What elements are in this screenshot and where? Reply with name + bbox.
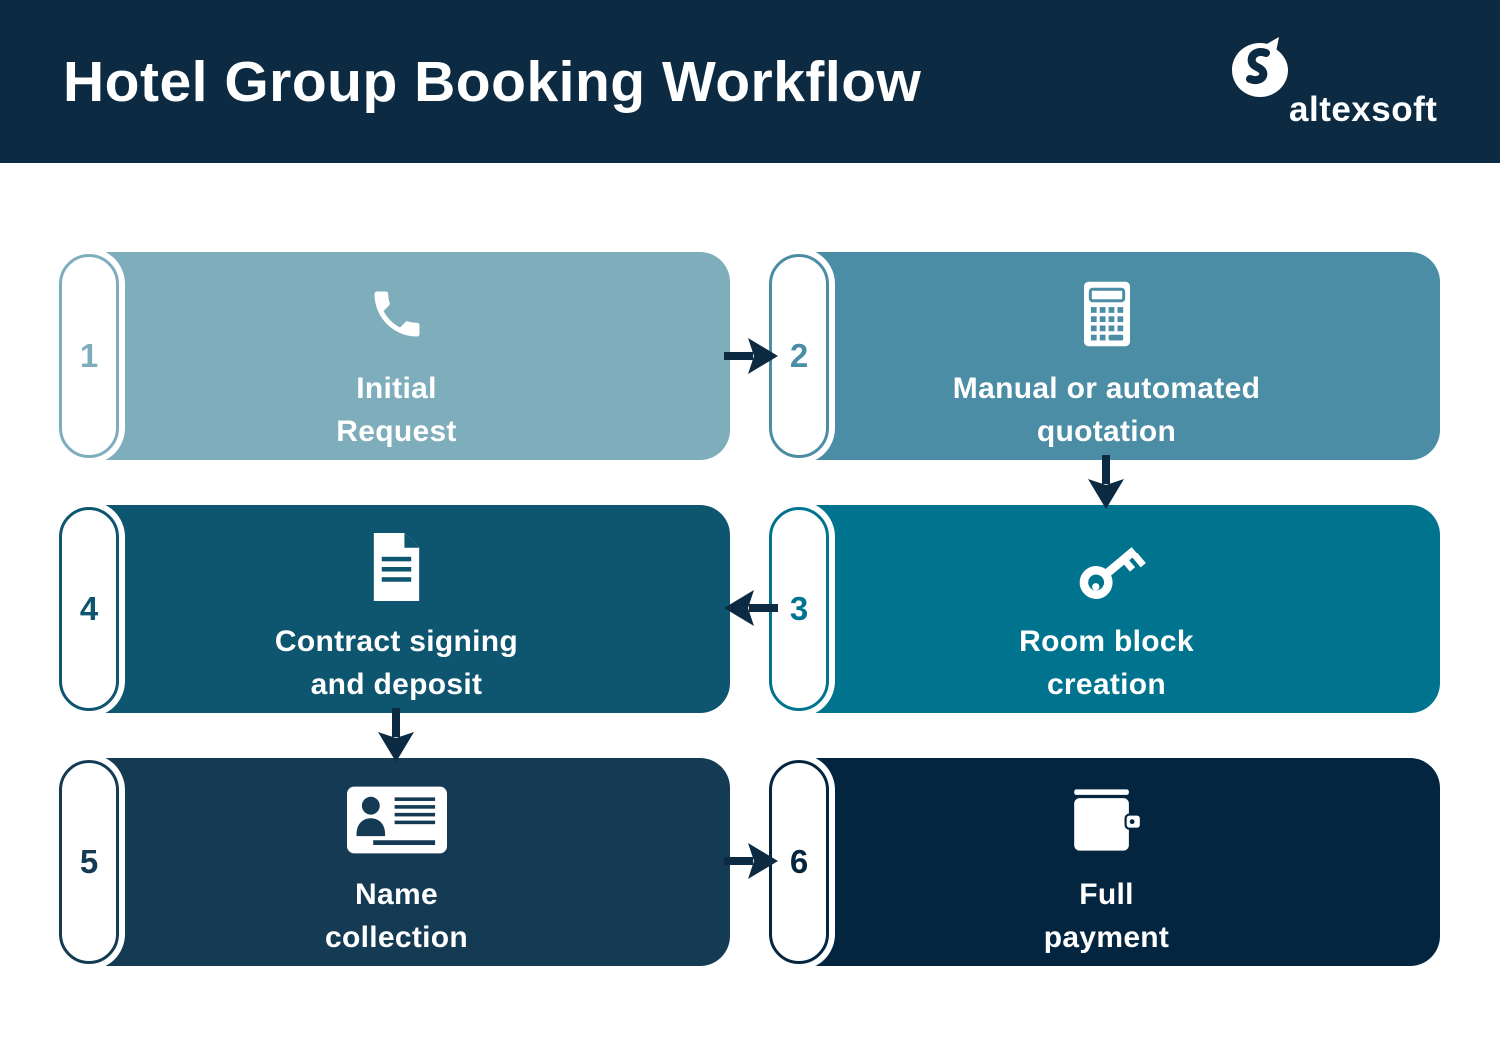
phone-icon [367, 270, 427, 358]
header-bar: Hotel Group Booking Workflow altexsoft [0, 0, 1500, 163]
step-initial-request: 1 Initial Request [59, 252, 730, 460]
step-contract-deposit: 4 Contract signing and deposit [59, 505, 730, 713]
arrow-step2-to-step3 [1079, 455, 1133, 509]
wallet-icon [1072, 776, 1142, 864]
step-number-badge: 3 [769, 507, 829, 711]
arrow-step3-to-step4 [724, 588, 778, 628]
step-number: 1 [79, 337, 99, 374]
altexsoft-logo-text: altexsoft [1289, 90, 1438, 129]
step-number: 2 [789, 337, 809, 374]
step-room-block: 3 Room block creation [769, 505, 1440, 713]
altexsoft-bubble-icon [1232, 37, 1288, 97]
step-name-collection: 5 Name collection [59, 758, 730, 966]
altexsoft-logo: altexsoft [1231, 36, 1443, 129]
step-label: Initial Request [336, 372, 457, 448]
document-icon [369, 523, 424, 611]
step-number: 6 [789, 843, 809, 880]
step-number: 3 [789, 590, 809, 627]
step-full-payment: 6 Full payment [769, 758, 1440, 966]
step-label: Full payment [1043, 878, 1170, 954]
id-card-icon [346, 776, 447, 864]
step-number-badge: 5 [59, 760, 119, 964]
step-number-badge: 2 [769, 254, 829, 458]
step-label: Manual or automated quotation [952, 372, 1261, 448]
step-number-badge: 6 [769, 760, 829, 964]
step-number: 5 [79, 843, 99, 880]
step-number-badge: 1 [59, 254, 119, 458]
step-number-badge: 4 [59, 507, 119, 711]
step-label: Room block creation [1019, 625, 1194, 701]
arrow-step4-to-step5 [369, 708, 423, 762]
step-quotation: 2 Manual or automated quotation [769, 252, 1440, 460]
arrow-step1-to-step2 [724, 336, 778, 376]
step-number: 4 [79, 590, 99, 627]
key-icon [1068, 523, 1146, 611]
page-title: Hotel Group Booking Workflow [63, 49, 922, 114]
step-label: Contract signing and deposit [274, 625, 519, 701]
arrow-step5-to-step6 [724, 841, 778, 881]
calculator-icon [1083, 270, 1130, 358]
step-label: Name collection [324, 878, 469, 954]
